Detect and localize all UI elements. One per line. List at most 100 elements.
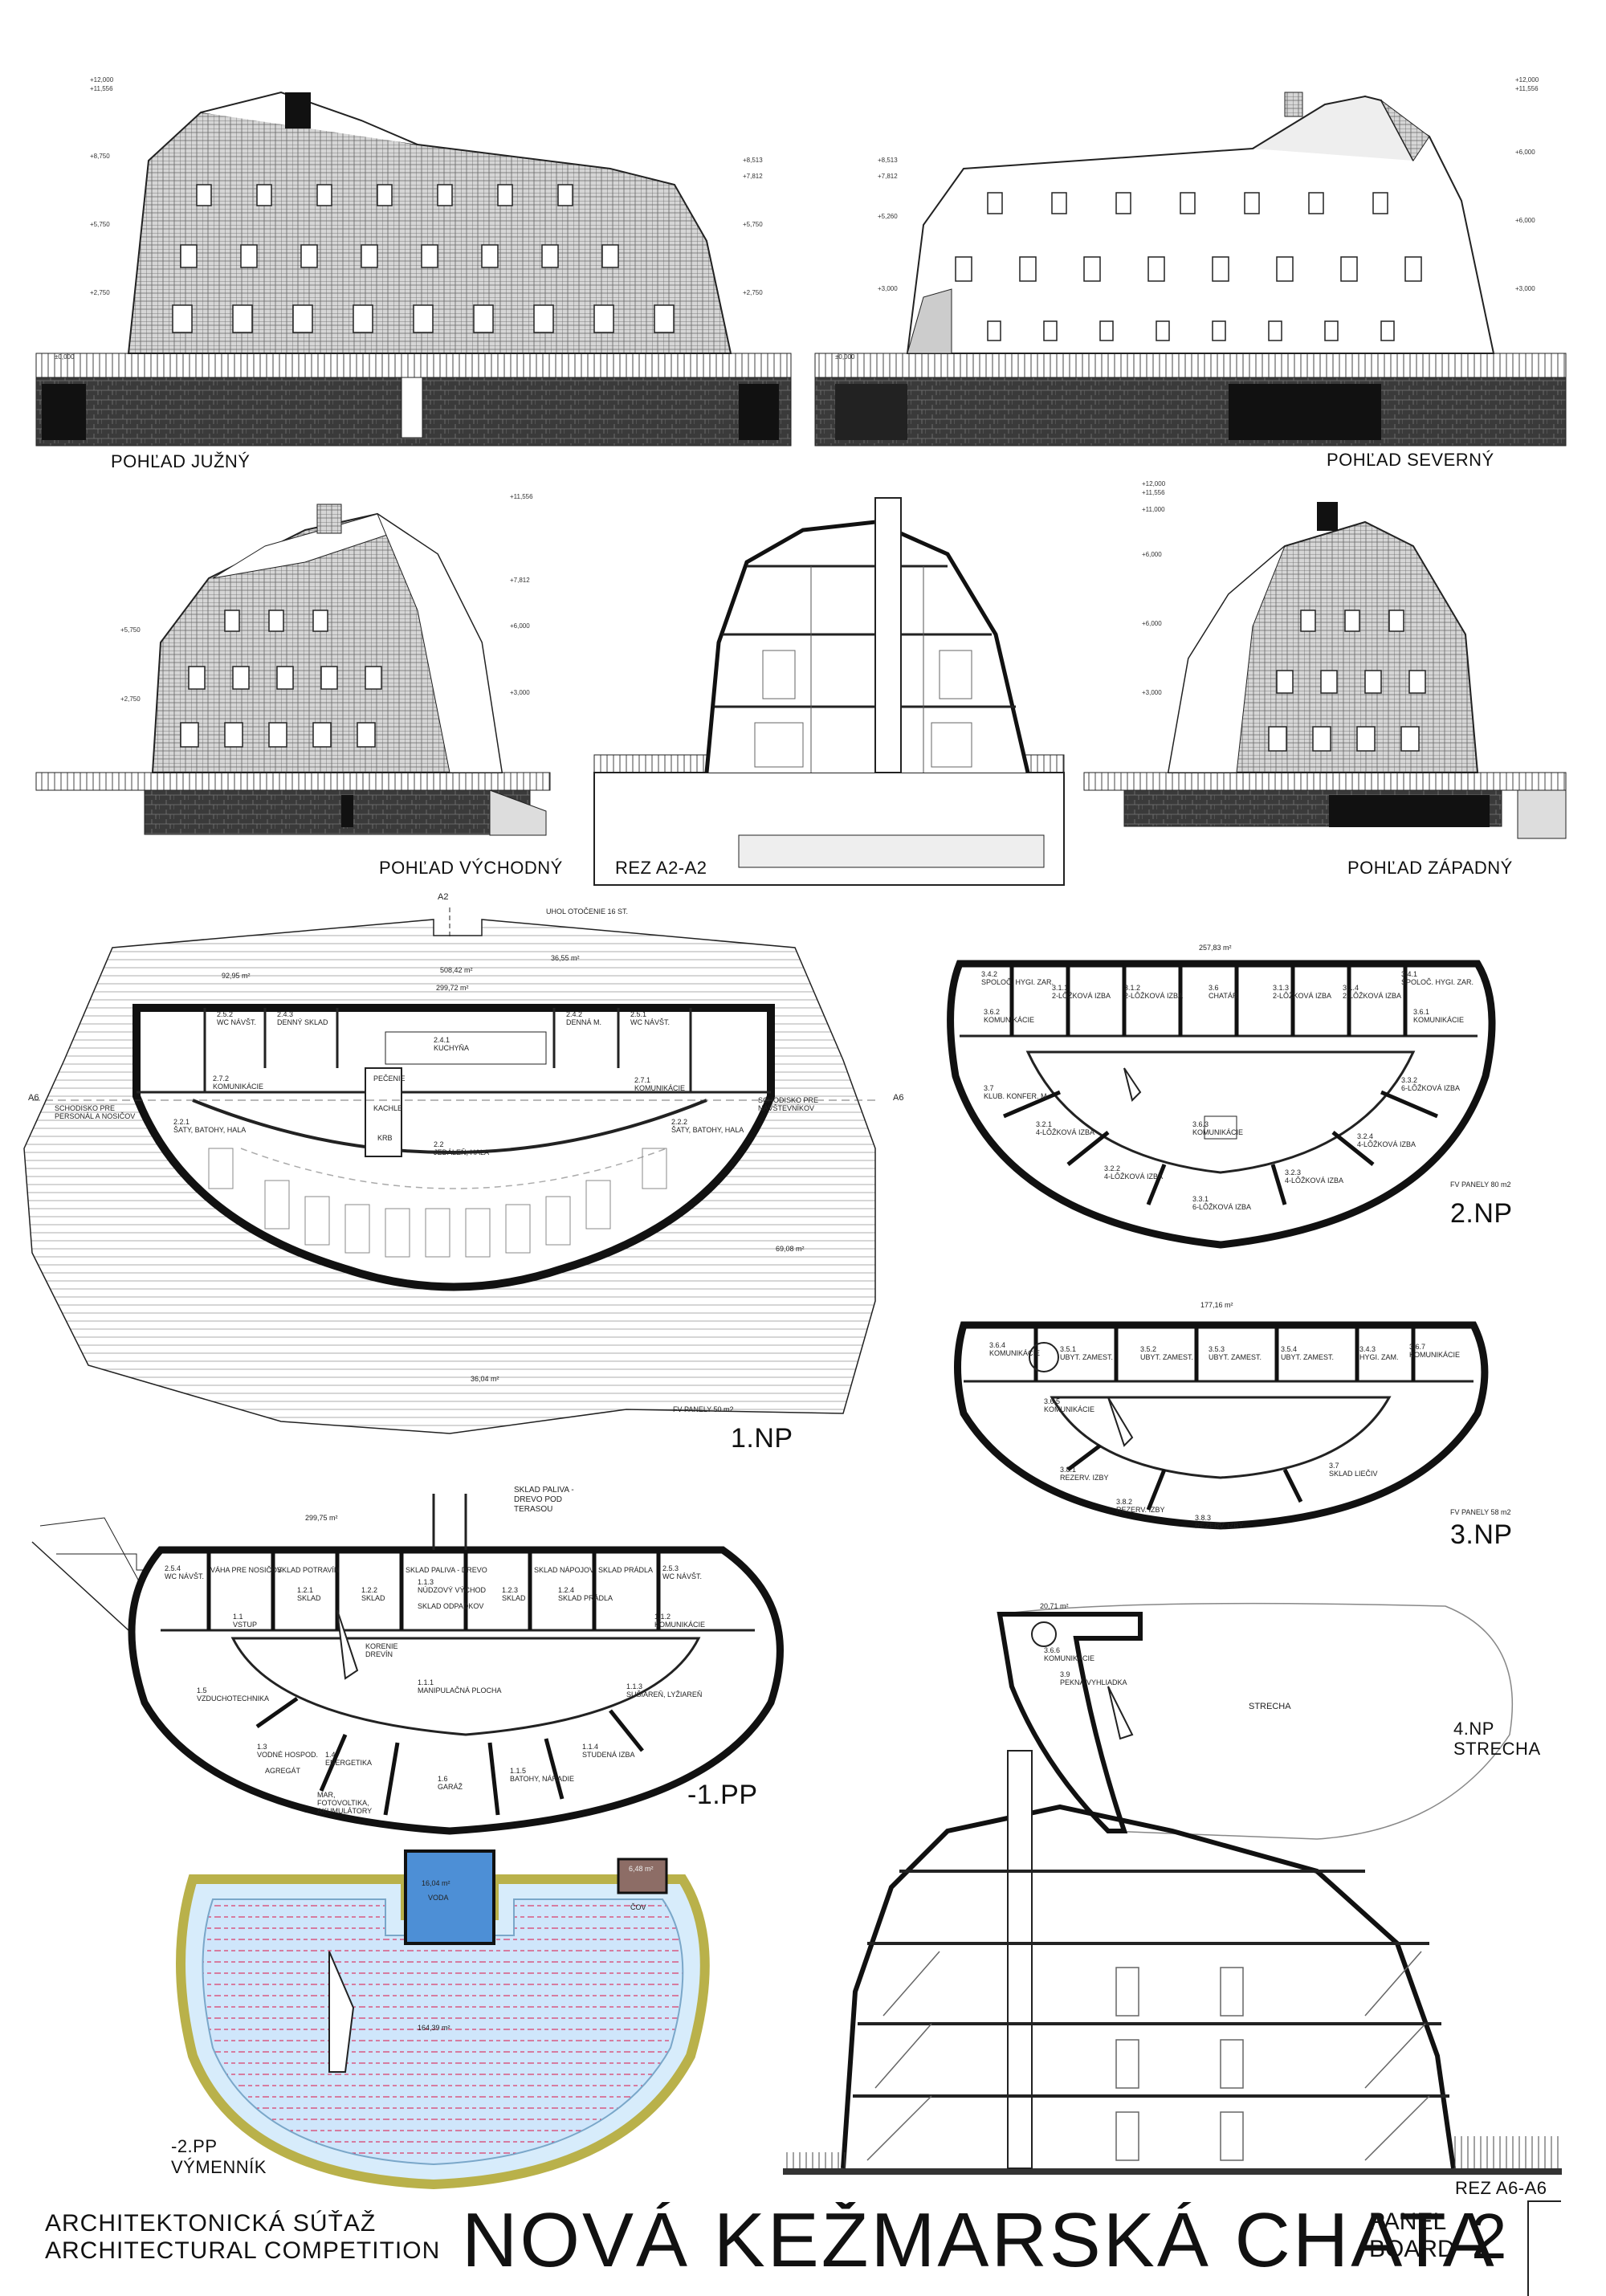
room-id: 1.1.4 <box>582 1743 599 1751</box>
elev-mark: +6,000 <box>1515 217 1535 224</box>
room-name: SKLAD <box>502 1594 526 1602</box>
room-id: 1.1.2 <box>654 1613 671 1621</box>
room-name: WC NÁVŠT. <box>217 1018 257 1026</box>
room-id: 3.4.3 <box>1359 1345 1376 1353</box>
room-id: 3.7 <box>984 1084 994 1092</box>
elev-mark: +11,000 <box>1142 506 1165 513</box>
room-name: PEKNÁ VYHLIADKA <box>1060 1678 1127 1686</box>
room-id: 2.5.3 <box>662 1564 679 1572</box>
area-label: 299,72 m² <box>436 984 469 992</box>
room-name: UBYT. ZAMEST. <box>1281 1353 1335 1361</box>
elev-mark: +11,556 <box>1142 489 1165 496</box>
elev-mark: +11,556 <box>510 493 533 500</box>
room-id: 1.2.3 <box>502 1586 519 1594</box>
east-elevation <box>35 504 551 836</box>
area-label: 36,55 m² <box>551 954 580 962</box>
competition-label-en: ARCHITECTURAL COMPETITION <box>45 2237 441 2264</box>
room-id: 3.1.3 <box>1273 984 1290 992</box>
room-id: 2.2 <box>434 1140 444 1148</box>
room-id: 2.4.2 <box>566 1010 583 1018</box>
room-name: 2-LÔŽKOVÁ IZBA <box>1052 992 1111 1000</box>
room-id: 2.5.1 <box>630 1010 647 1018</box>
room-name: ENERGETIKA <box>325 1759 373 1767</box>
room-id: 2.5.2 <box>217 1010 234 1018</box>
label-4np-roof: STRECHA <box>1453 1739 1541 1759</box>
elev-mark: +7,812 <box>878 173 898 180</box>
room-id: 3.5.1 <box>1060 1345 1077 1353</box>
room-name: 2-LÔŽKOVÁ IZBA <box>1124 992 1184 1000</box>
room-id: 3.6.2 <box>984 1008 1001 1016</box>
label-2np: 2.NP <box>1450 1198 1513 1229</box>
room-id: 3.8.1 <box>1060 1466 1077 1474</box>
room-name: BATOHY, NÁRADIE <box>510 1775 575 1783</box>
room-name: DENNÁ M. <box>566 1018 602 1026</box>
room-name: KOMUNIKÁCIE <box>654 1621 706 1629</box>
room-name: SKLAD LIEČIV <box>1329 1470 1378 1478</box>
room-id: 1.6 <box>438 1775 448 1783</box>
room-id: 3.7 <box>1329 1462 1339 1470</box>
section-a2 <box>593 497 1065 886</box>
label-east-view: POHĽAD VÝCHODNÝ <box>379 858 563 878</box>
panel-frame <box>1527 2200 1561 2296</box>
room-id: 3.4.2 <box>981 970 998 978</box>
label-section-a6: REZ A6-A6 <box>1455 2178 1547 2198</box>
water-area: 16,04 m² <box>422 1879 450 1887</box>
plan-1np <box>23 907 876 1434</box>
room-name: 6-LÔŽKOVÁ IZBA <box>1192 1203 1252 1211</box>
room-name: ŠATY, BATOHY, HALA <box>671 1126 744 1134</box>
elev-mark: +3,000 <box>1142 689 1162 696</box>
elev-mark: +11,556 <box>1515 85 1539 92</box>
room-id: 2.7.2 <box>213 1075 230 1083</box>
area-label: 299,75 m² <box>305 1514 338 1522</box>
area-label: 36,04 m² <box>471 1375 499 1383</box>
room-name: KOMUNIKÁCIE <box>1409 1351 1461 1359</box>
room-id: 1.1.5 <box>510 1767 527 1775</box>
roof-label: STRECHA <box>1249 1702 1291 1711</box>
elev-mark: +6,000 <box>1142 620 1162 627</box>
elev-mark: +6,000 <box>510 622 530 630</box>
area-label: 69,08 m² <box>776 1245 805 1253</box>
room-id: 2.7.1 <box>634 1076 651 1084</box>
pv-panels-label: FV PANELY 80 m2 <box>1450 1181 1511 1189</box>
room-id: 3.5.3 <box>1209 1345 1225 1353</box>
area-label: 508,42 m² <box>440 966 473 974</box>
room-name: 2-LÔŽKOVÁ IZBA <box>1273 992 1332 1000</box>
plan-3np <box>954 1321 1489 1530</box>
room-name: KOMUNIKÁCIE <box>1044 1654 1095 1662</box>
west-elevation <box>1083 502 1567 839</box>
elev-mark: +6,000 <box>1515 149 1535 156</box>
room-id: 3.6.1 <box>1413 1008 1430 1016</box>
fuel-storage-label: SKLAD PALIVA - DREVO POD TERASOU <box>514 1486 574 1514</box>
room-id: 1.3 <box>257 1743 267 1751</box>
plan-4np <box>997 1602 1513 1840</box>
elev-mark: +7,812 <box>743 173 763 180</box>
plan-2np <box>947 960 1496 1249</box>
room-name: VSTUP <box>233 1621 258 1629</box>
pv-panels-label: FV PANELY 50 m2 <box>673 1405 734 1413</box>
room-name: GARÁŽ <box>438 1783 463 1791</box>
room-name: 6-LÔŽKOVÁ IZBA <box>1401 1084 1461 1092</box>
room-id: 3.2.3 <box>1285 1168 1302 1177</box>
room-name: VODNÉ HOSPOD. <box>257 1751 319 1759</box>
room-id: 2.4.1 <box>434 1036 450 1044</box>
room-id: 3.2.1 <box>1036 1120 1053 1128</box>
room-name: AGREGÁT <box>265 1767 301 1775</box>
room-name: KRB <box>377 1134 393 1142</box>
room-name: UBYT. ZAMEST. <box>1060 1353 1114 1361</box>
room-name: 2-LÔŽKOVÁ IZBA <box>1343 992 1402 1000</box>
room-name: REZERV. IZBY <box>1060 1474 1109 1482</box>
axis-a6-label-left: A6 <box>28 1093 39 1103</box>
room-id: 3.1.2 <box>1124 984 1141 992</box>
room-id: 1.2.1 <box>297 1586 314 1594</box>
elev-mark: +3,000 <box>1515 285 1535 292</box>
label-4np: 4.NP <box>1453 1719 1494 1739</box>
axis-a6-label-right: A6 <box>893 1093 904 1103</box>
room-name: KOMUNIKÁCIE <box>984 1016 1035 1024</box>
north-elevation <box>814 92 1567 447</box>
room-id: 3.6.5 <box>1044 1397 1061 1405</box>
room-name: KUCHYŇA <box>434 1044 470 1052</box>
room-id: 3.6.4 <box>989 1341 1006 1349</box>
elev-mark: ±0,000 <box>835 353 855 361</box>
room-id: 3.6 <box>1209 984 1219 992</box>
room-id: 2.2.2 <box>671 1118 688 1126</box>
